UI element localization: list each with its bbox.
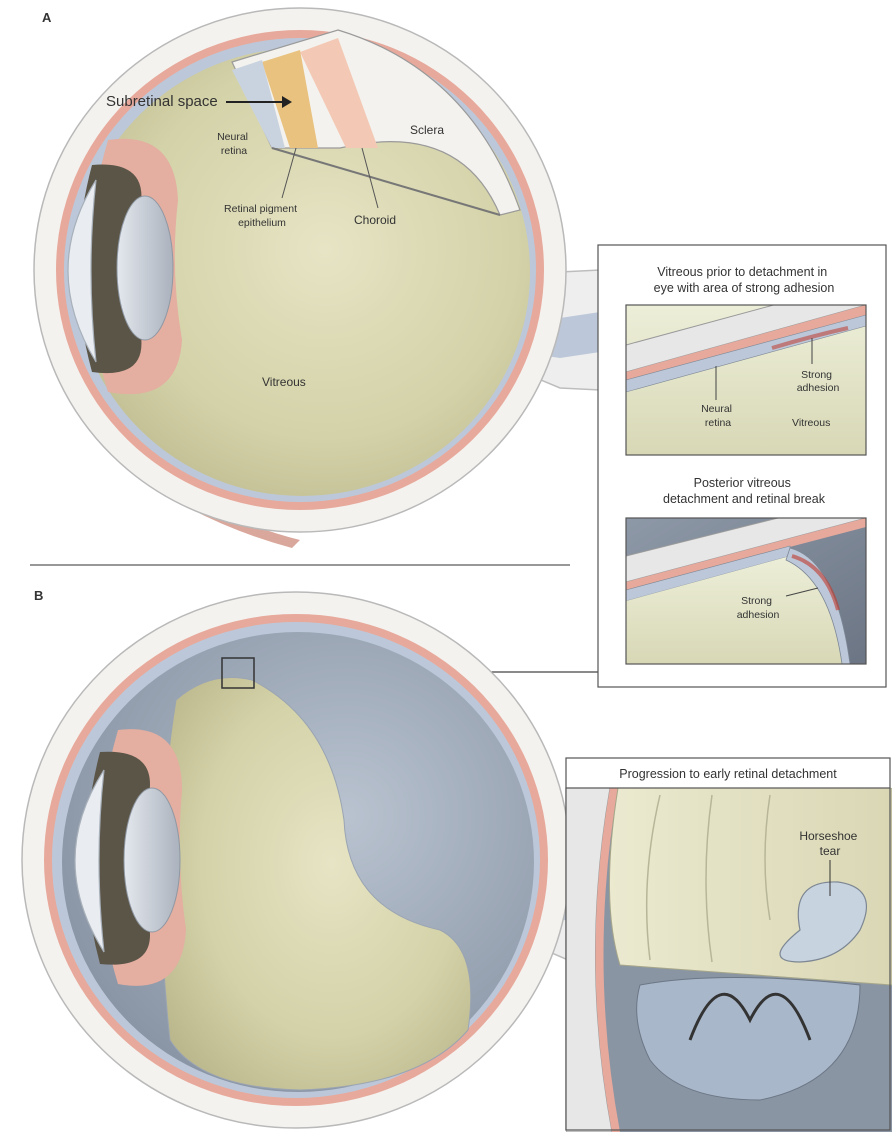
- panel-b-letter: B: [34, 588, 43, 603]
- inset-c-heading: Progression to early retinal detachment: [619, 767, 837, 781]
- label-choroid: Choroid: [354, 213, 396, 227]
- inset-adhesion-box: Vitreous prior to detachment in eye with…: [598, 245, 886, 687]
- label-sclera: Sclera: [410, 123, 444, 137]
- inset-b-image: [626, 496, 866, 664]
- label-vitreous-a: Vitreous: [262, 375, 306, 389]
- lens-a: [117, 196, 173, 340]
- panel-a: A Subretinal space Neural retina: [34, 8, 600, 548]
- panel-b: B: [22, 588, 598, 1128]
- label-subretinal-space: Subretinal space: [106, 93, 218, 110]
- inset-progression-box: Progression to early retinal detachment …: [566, 758, 892, 1132]
- lens-b: [124, 788, 180, 932]
- panel-a-letter: A: [42, 10, 52, 25]
- label-strong-adhesion-a: Strong adhesion: [797, 369, 840, 394]
- label-vitreous-inset: Vitreous: [792, 417, 830, 429]
